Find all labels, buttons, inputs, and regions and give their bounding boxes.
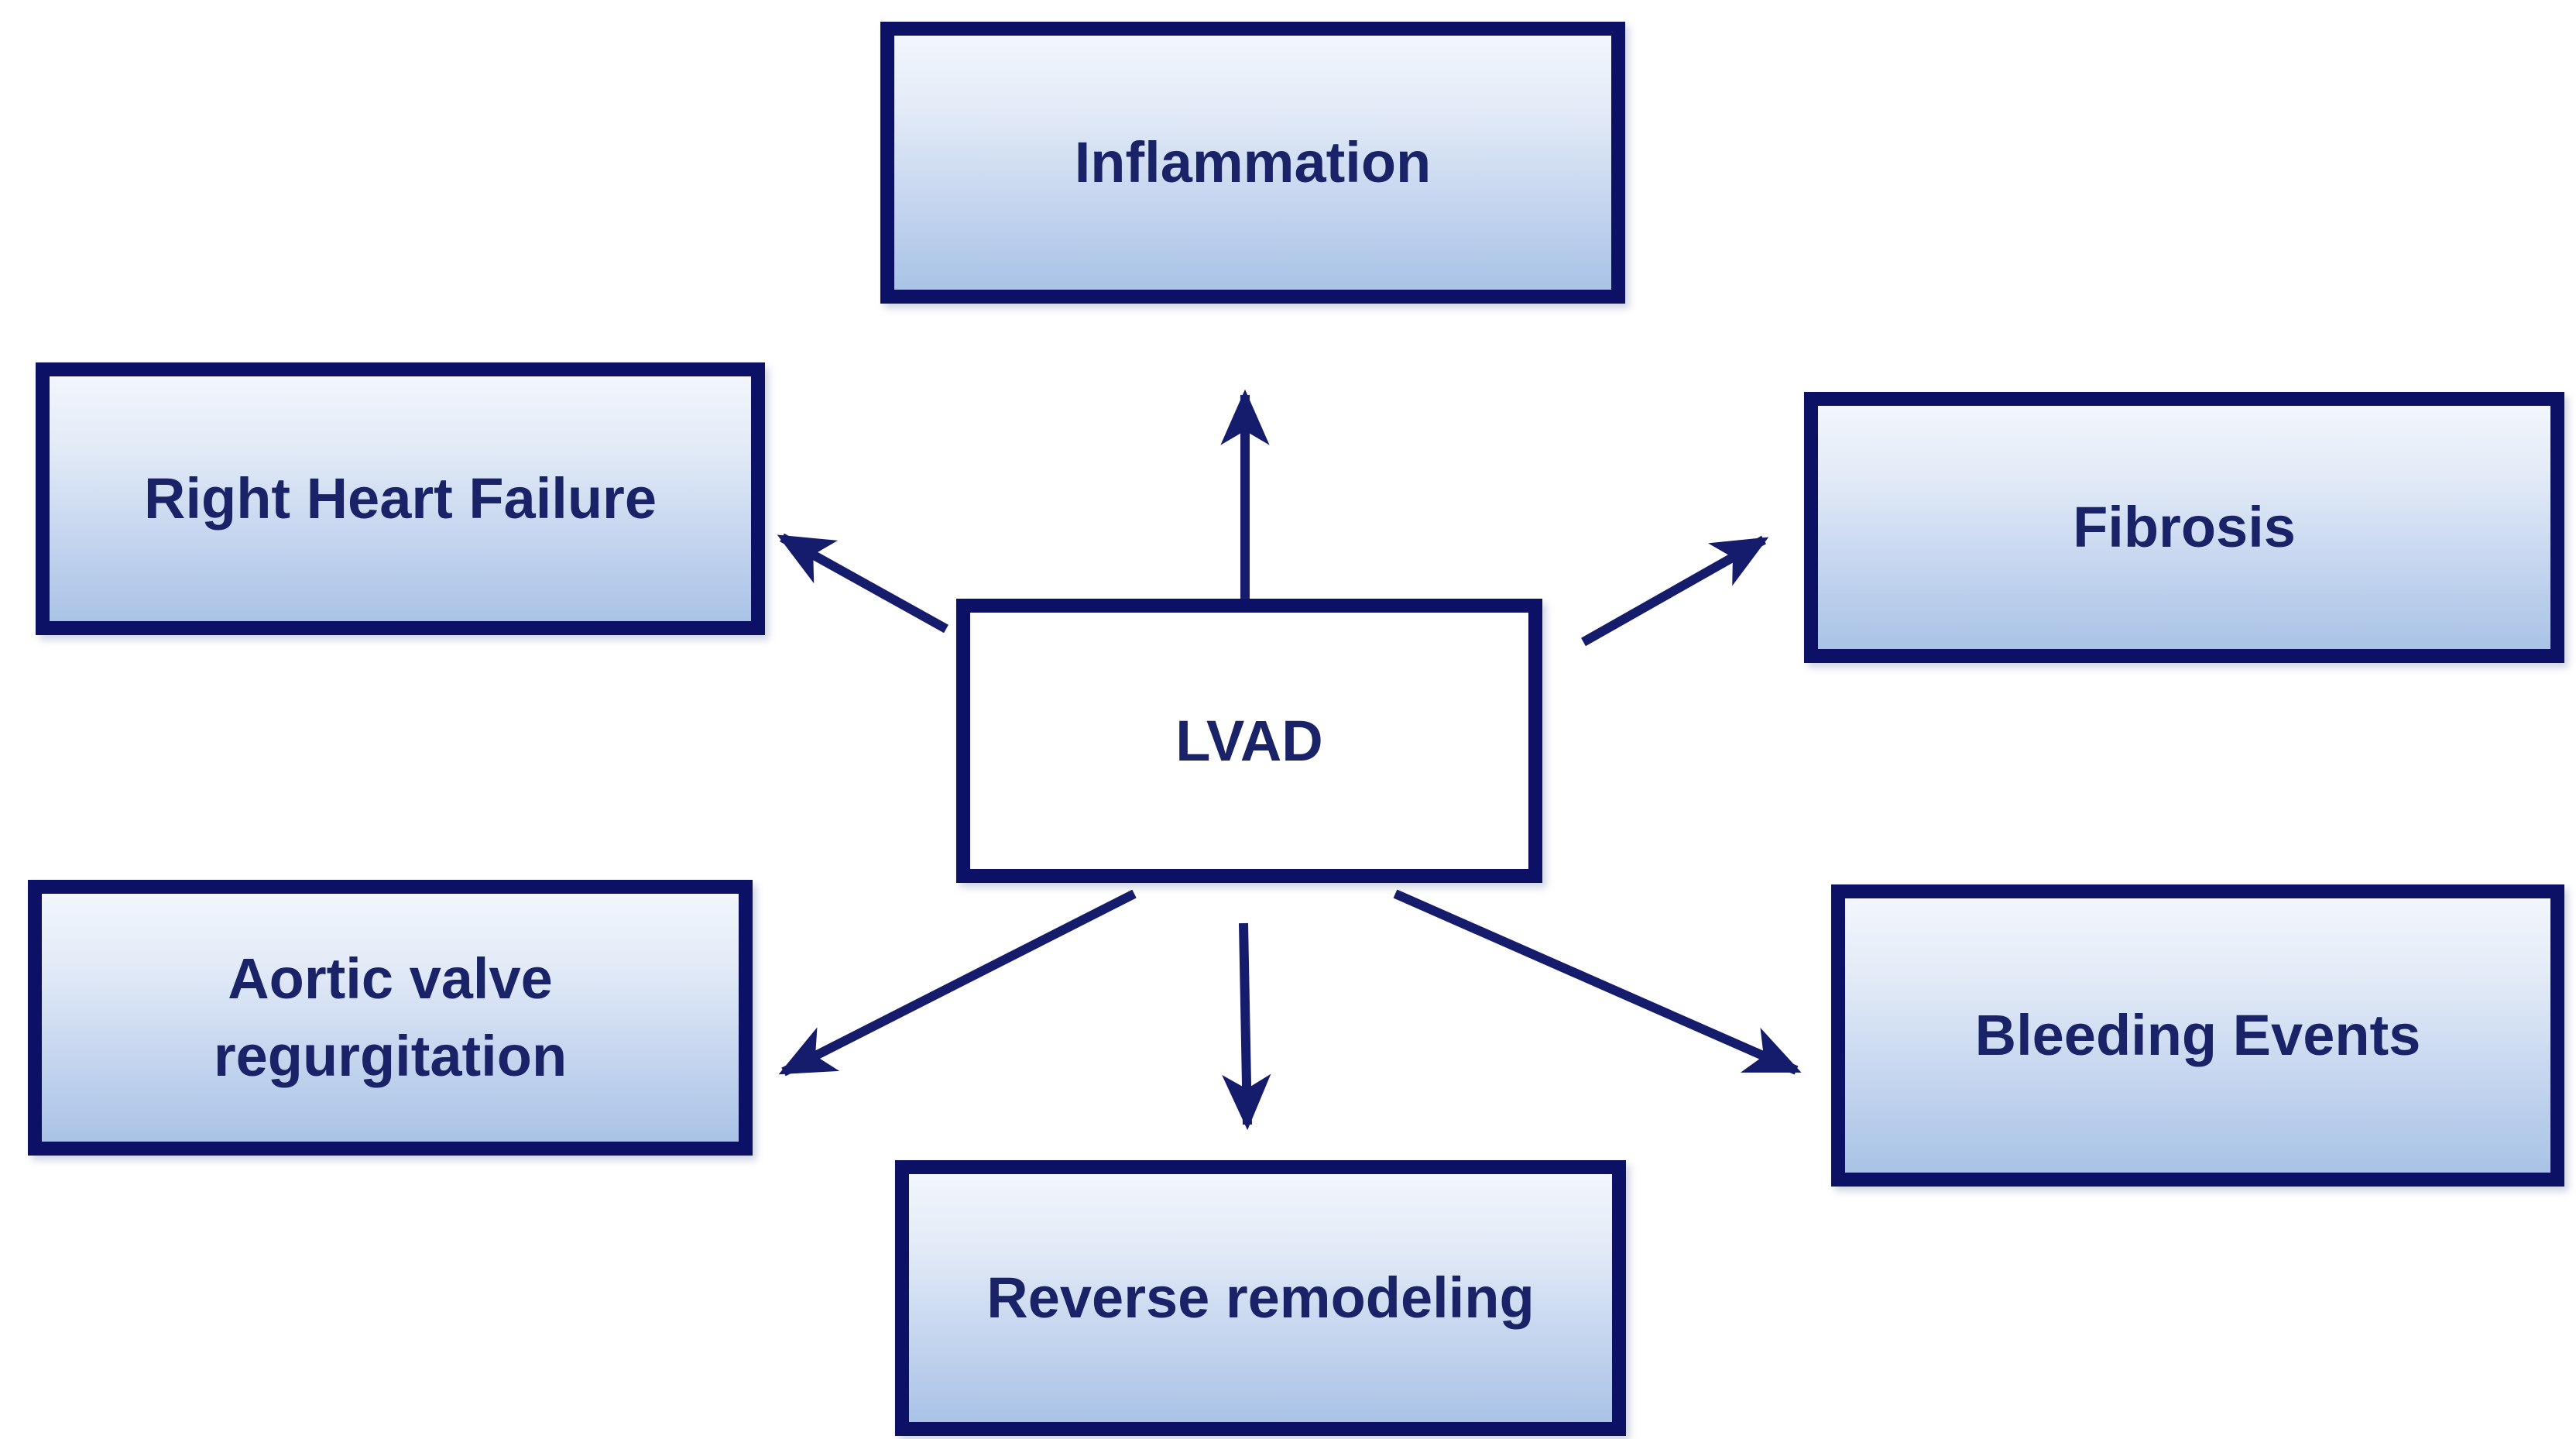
arrow-lvad-to-aortic-valve-regurgitation [778,889,1137,1077]
arrow-lvad-to-reverse-remodeling [1222,922,1271,1131]
node-label: Right Heart Failure [144,466,657,531]
node-lvad: LVAD [956,599,1542,883]
arrow-lvad-to-fibrosis [1581,535,1769,647]
node-label: Aortic valve regurgitation [213,946,568,1088]
node-inflammation: Inflammation [880,22,1625,304]
node-label: Bleeding Events [1974,1003,2421,1068]
node-label: Inflammation [1074,130,1432,195]
node-aortic-valve-regurgitation: Aortic valve regurgitation [28,880,753,1156]
arrow-lvad-to-bleeding-events [1393,889,1802,1075]
node-reverse-remodeling: Reverse remodeling [895,1160,1626,1436]
node-label: Reverse remodeling [986,1266,1535,1331]
node-bleeding-events: Bleeding Events [1831,884,2564,1187]
node-fibrosis: Fibrosis [1804,392,2564,663]
node-right-heart-failure: Right Heart Failure [36,362,765,635]
node-label: LVAD [1175,708,1323,773]
node-label: Fibrosis [2073,495,2296,560]
arrow-lvad-to-right-heart-failure [777,533,948,634]
